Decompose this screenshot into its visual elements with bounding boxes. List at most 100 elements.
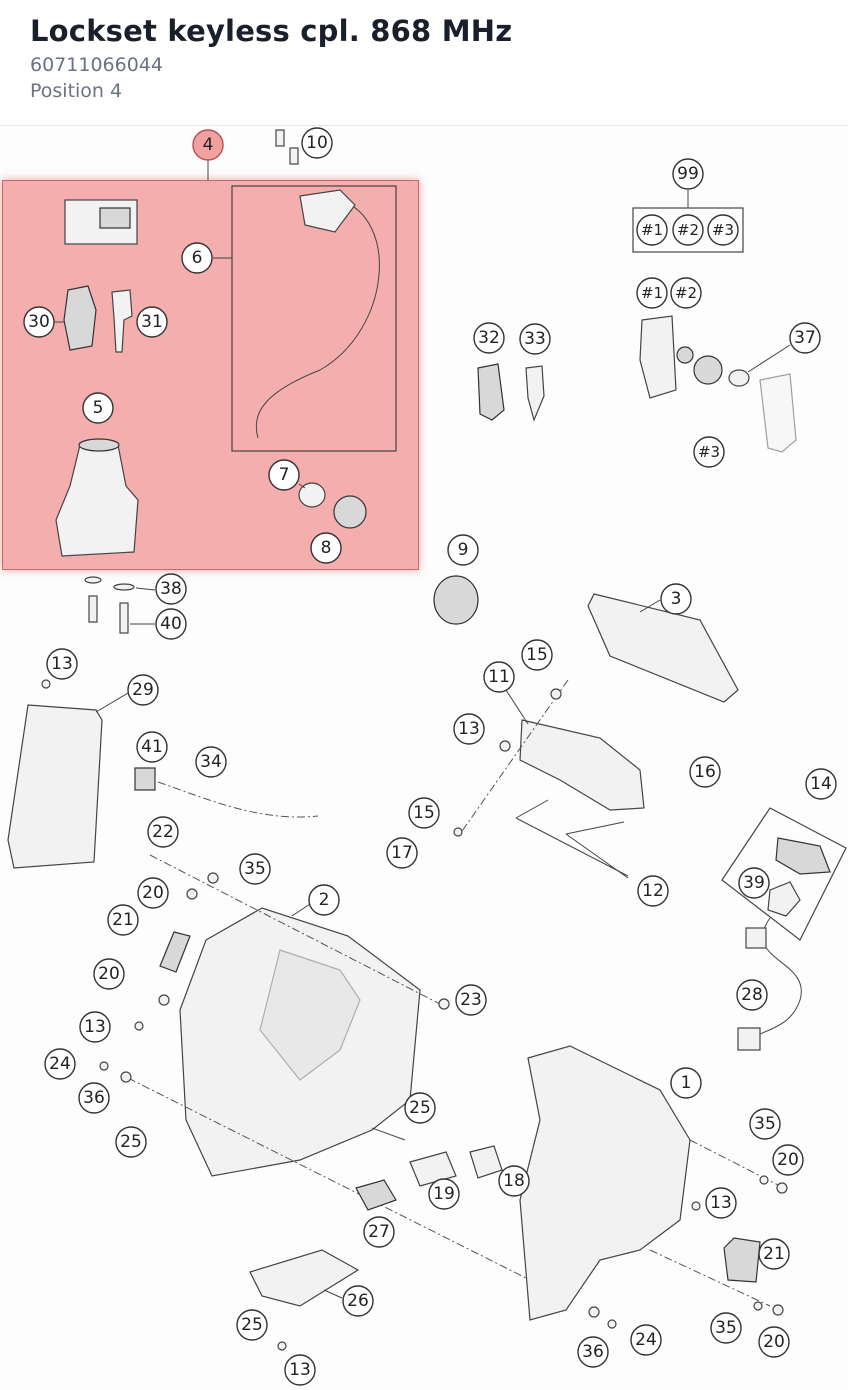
callout-13-b[interactable]: 13 bbox=[453, 713, 485, 745]
callout-label: 32 bbox=[478, 328, 500, 348]
callout-label: 24 bbox=[635, 1330, 657, 1350]
callout-10[interactable]: 10 bbox=[301, 127, 333, 159]
callout-9[interactable]: 9 bbox=[447, 534, 479, 566]
box-6 bbox=[231, 185, 397, 452]
callout-12[interactable]: 12 bbox=[637, 875, 669, 907]
box-99 bbox=[632, 207, 744, 253]
callout-34[interactable]: 34 bbox=[195, 746, 227, 778]
callout-38[interactable]: 38 bbox=[155, 573, 187, 605]
callout-19[interactable]: 19 bbox=[428, 1178, 460, 1210]
callout-13-e[interactable]: 13 bbox=[284, 1354, 316, 1386]
callout-21-b[interactable]: 21 bbox=[758, 1238, 790, 1270]
callout-33[interactable]: 33 bbox=[519, 323, 551, 355]
washer-36b bbox=[588, 1306, 600, 1318]
callout-24-a[interactable]: 24 bbox=[44, 1048, 76, 1080]
ring-7 bbox=[298, 482, 326, 508]
callout-25-c[interactable]: 25 bbox=[236, 1309, 268, 1341]
callout-label: 11 bbox=[488, 667, 510, 687]
washer-35-bottom bbox=[753, 1301, 763, 1311]
callout-36-a[interactable]: 36 bbox=[78, 1082, 110, 1114]
remote-assembled bbox=[759, 373, 797, 453]
washer-15-low bbox=[453, 827, 463, 837]
callout-11[interactable]: 11 bbox=[483, 661, 515, 693]
callout-28[interactable]: 28 bbox=[736, 979, 768, 1011]
socket-39 bbox=[767, 881, 801, 917]
callout-label: 40 bbox=[160, 614, 182, 634]
callout-label: 16 bbox=[694, 762, 716, 782]
callout-25-b[interactable]: 25 bbox=[115, 1126, 147, 1158]
callout-20-c[interactable]: 20 bbox=[772, 1144, 804, 1176]
part-number: 60711066044 bbox=[30, 54, 163, 76]
callout-h2[interactable]: #2 bbox=[670, 277, 702, 309]
screw-20d bbox=[772, 1304, 784, 1316]
callout-20-d[interactable]: 20 bbox=[758, 1326, 790, 1358]
callout-1[interactable]: 1 bbox=[670, 1067, 702, 1099]
callout-3[interactable]: 3 bbox=[660, 583, 692, 615]
callout-27[interactable]: 27 bbox=[363, 1216, 395, 1248]
callout-20-a[interactable]: 20 bbox=[137, 877, 169, 909]
callout-18[interactable]: 18 bbox=[498, 1165, 530, 1197]
callout-label: 3 bbox=[671, 589, 682, 609]
bracket-11 bbox=[519, 719, 645, 811]
callout-h3[interactable]: #3 bbox=[693, 436, 725, 468]
leader-3 bbox=[639, 599, 661, 613]
callout-label: #2 bbox=[677, 221, 699, 239]
callout-21-a[interactable]: 21 bbox=[107, 904, 139, 936]
callout-35-a[interactable]: 35 bbox=[239, 853, 271, 885]
callout-h3-box[interactable]: #3 bbox=[707, 214, 739, 246]
callout-99[interactable]: 99 bbox=[672, 158, 704, 190]
callout-h1[interactable]: #1 bbox=[636, 277, 668, 309]
callout-40[interactable]: 40 bbox=[155, 608, 187, 640]
callout-label: #2 bbox=[675, 284, 697, 302]
callout-label: 13 bbox=[84, 1017, 106, 1037]
callout-5[interactable]: 5 bbox=[82, 392, 114, 424]
callout-30[interactable]: 30 bbox=[23, 306, 55, 338]
callout-15-top[interactable]: 15 bbox=[521, 639, 553, 671]
callout-24-b[interactable]: 24 bbox=[630, 1324, 662, 1356]
callout-label: 21 bbox=[112, 910, 134, 930]
callout-36-b[interactable]: 36 bbox=[577, 1336, 609, 1368]
callout-13-a[interactable]: 13 bbox=[46, 648, 78, 680]
leader-12a bbox=[515, 817, 629, 877]
callout-16[interactable]: 16 bbox=[689, 756, 721, 788]
callout-17[interactable]: 17 bbox=[386, 837, 418, 869]
pad-21-right bbox=[723, 1237, 761, 1283]
callout-h1-box[interactable]: #1 bbox=[636, 214, 668, 246]
callout-label: 33 bbox=[524, 329, 546, 349]
callout-2[interactable]: 2 bbox=[308, 884, 340, 916]
callout-13-c[interactable]: 13 bbox=[79, 1011, 111, 1043]
callout-label: 13 bbox=[289, 1360, 311, 1380]
callout-35-b[interactable]: 35 bbox=[749, 1108, 781, 1140]
callout-8[interactable]: 8 bbox=[310, 532, 342, 564]
callout-4[interactable]: 4 bbox=[192, 129, 224, 161]
callout-label: 22 bbox=[152, 822, 174, 842]
callout-label: 31 bbox=[141, 312, 163, 332]
callout-7[interactable]: 7 bbox=[268, 459, 300, 491]
callout-31[interactable]: 31 bbox=[136, 306, 168, 338]
callout-35-c[interactable]: 35 bbox=[710, 1312, 742, 1344]
callout-29[interactable]: 29 bbox=[127, 674, 159, 706]
callout-h2-box[interactable]: #2 bbox=[672, 214, 704, 246]
callout-13-d[interactable]: 13 bbox=[705, 1187, 737, 1219]
leader-12c bbox=[515, 799, 549, 819]
callout-label: #3 bbox=[698, 443, 720, 461]
callout-22[interactable]: 22 bbox=[147, 816, 179, 848]
callout-label: 4 bbox=[203, 135, 214, 155]
callout-label: 30 bbox=[28, 312, 50, 332]
callout-41[interactable]: 41 bbox=[136, 731, 168, 763]
leader-12b bbox=[565, 833, 629, 879]
callout-label: 20 bbox=[777, 1150, 799, 1170]
callout-23[interactable]: 23 bbox=[455, 984, 487, 1016]
callout-14[interactable]: 14 bbox=[805, 768, 837, 800]
callout-39[interactable]: 39 bbox=[738, 867, 770, 899]
screw-24b bbox=[607, 1319, 617, 1329]
callout-26[interactable]: 26 bbox=[342, 1285, 374, 1317]
callout-37[interactable]: 37 bbox=[789, 322, 821, 354]
callout-15-mid[interactable]: 15 bbox=[408, 797, 440, 829]
callout-20-b[interactable]: 20 bbox=[93, 958, 125, 990]
callout-6[interactable]: 6 bbox=[181, 242, 213, 274]
callout-32[interactable]: 32 bbox=[473, 322, 505, 354]
washer-15-top bbox=[550, 688, 562, 700]
callout-25-a[interactable]: 25 bbox=[404, 1092, 436, 1124]
